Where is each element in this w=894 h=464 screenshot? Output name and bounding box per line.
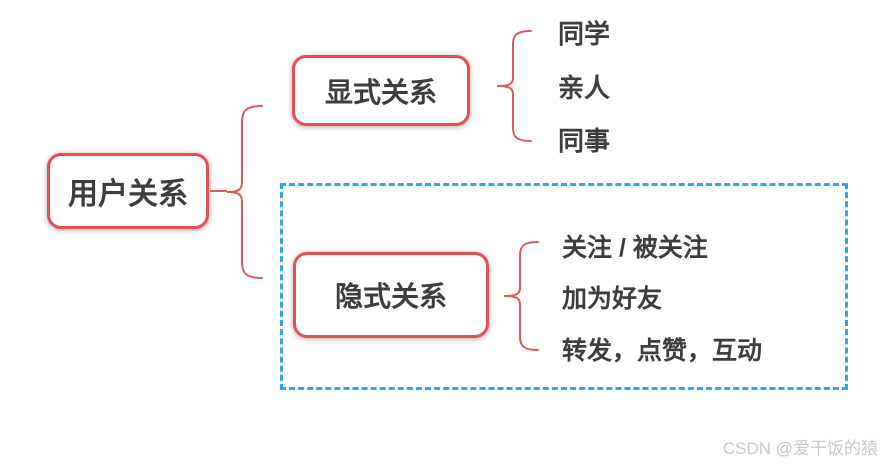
curly-brace-explicit-icon — [496, 30, 532, 142]
leaf-repost-like-interact: 转发，点赞，互动 — [562, 337, 763, 365]
leaf-add-friend: 加为好友 — [562, 285, 663, 313]
node-explicit-label: 显式关系 — [324, 76, 437, 108]
node-implicit-relationship: 隐式关系 — [293, 252, 489, 338]
leaf-colleague: 同事 — [558, 126, 611, 156]
curly-brace-root-icon — [226, 105, 263, 279]
node-explicit-relationship: 显式关系 — [292, 55, 470, 126]
node-root-label: 用户关系 — [68, 178, 188, 211]
node-implicit-label: 隐式关系 — [334, 281, 447, 312]
leaf-follow-followed: 关注 / 被关注 — [562, 234, 708, 262]
leaf-relative: 亲人 — [558, 73, 611, 103]
root-connector-line — [210, 190, 227, 192]
leaf-classmate: 同学 — [558, 19, 611, 49]
highlight-dashed-box — [280, 183, 848, 390]
node-root: 用户关系 — [47, 153, 209, 229]
csdn-watermark: CSDN @爱干饭的猿 — [722, 439, 878, 458]
curly-brace-implicit-icon — [503, 241, 539, 351]
